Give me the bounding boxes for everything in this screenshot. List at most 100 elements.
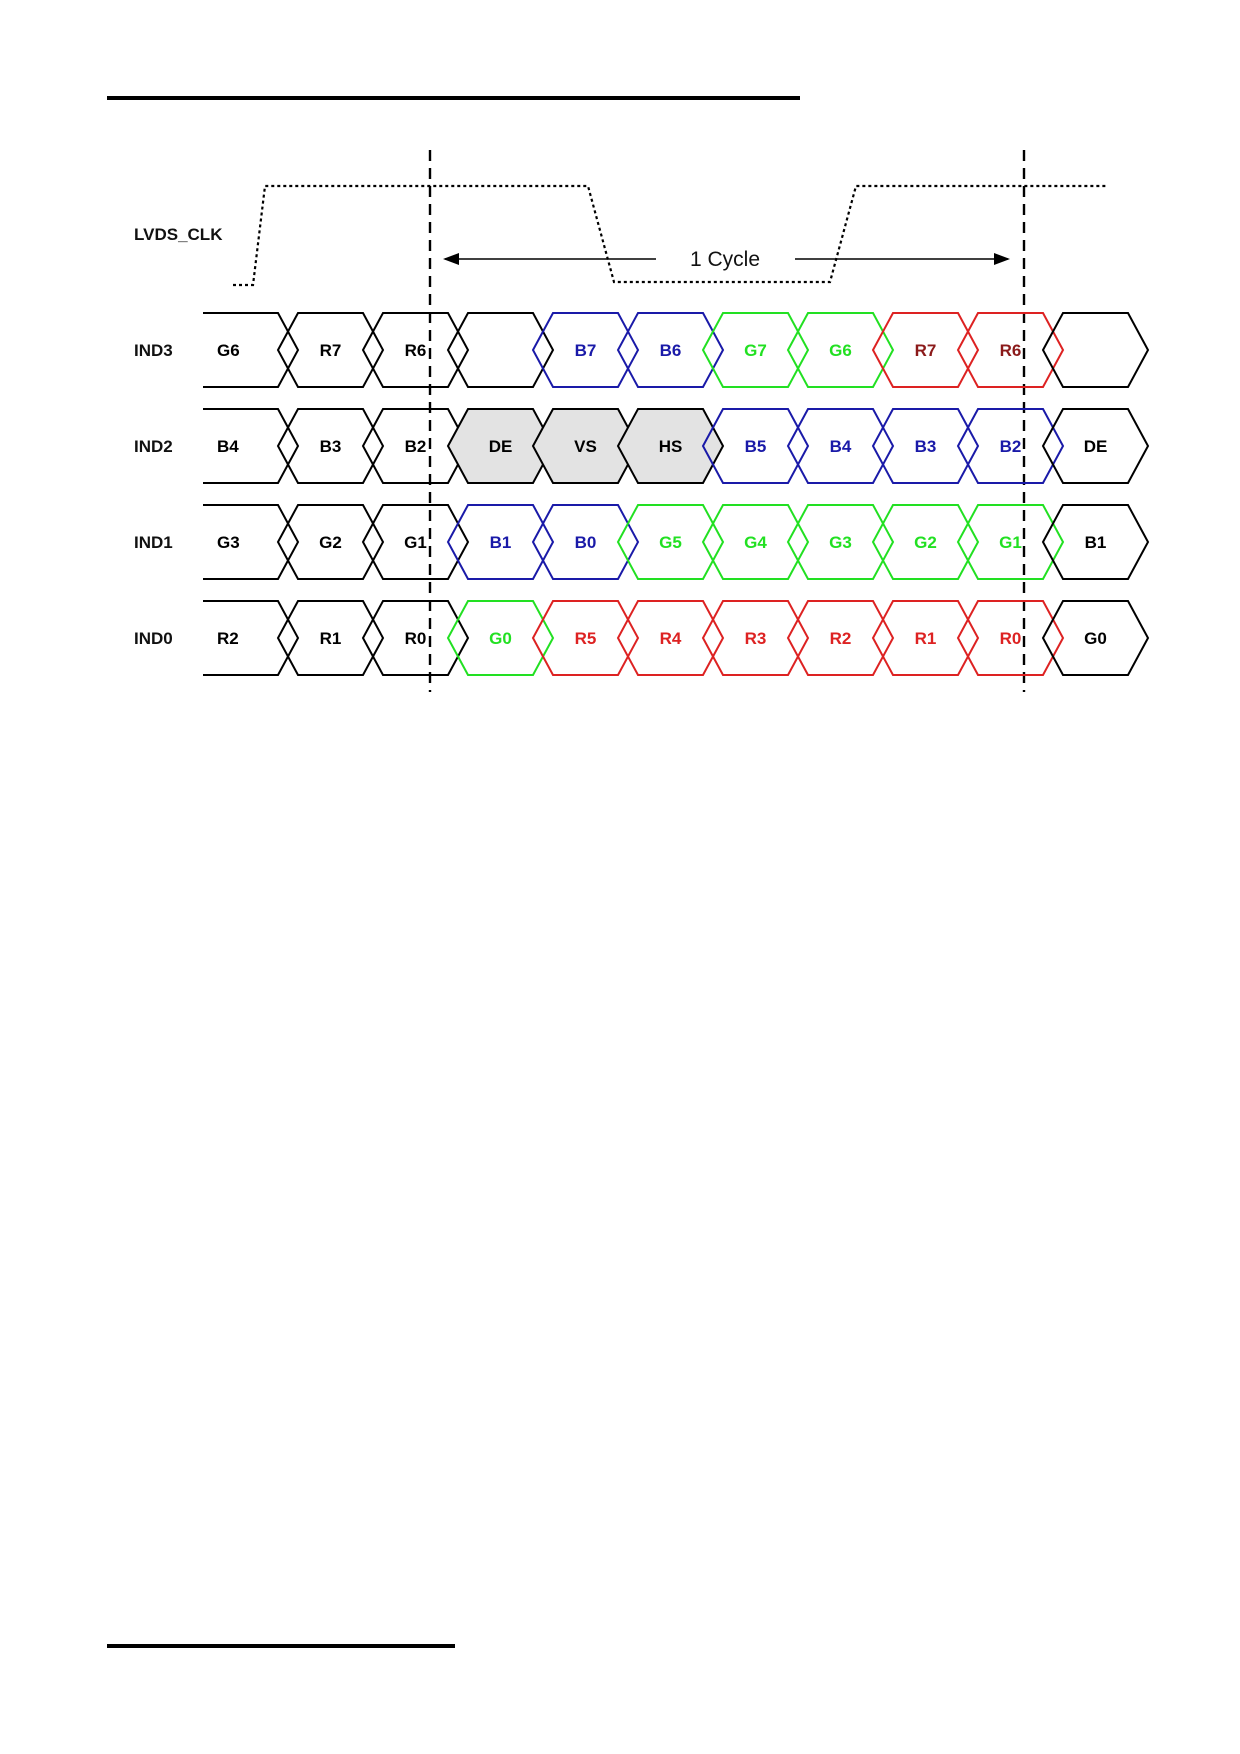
lane-cell [616,504,725,580]
lane-cell-label: G4 [744,533,767,552]
lane-cell-label: R1 [915,629,937,648]
lane-cell-label: G1 [999,533,1022,552]
lane-cell [203,504,300,580]
lane-cell [956,408,1065,484]
lane-cell [446,600,555,676]
lane-cell-label: G2 [914,533,937,552]
clock-waveform [233,184,1106,287]
lane-cell [956,504,1065,580]
lane-cell [786,504,895,580]
lane-cell-label: R6 [405,341,427,360]
lane-cell-label: R5 [575,629,597,648]
lane-cell [786,312,895,388]
lane-cell-label: G2 [319,533,342,552]
lane-cell-label: B1 [1085,533,1107,552]
lane-cell [701,600,810,676]
lane-cell-label: G7 [744,341,767,360]
lane-cell-label: R2 [217,629,239,648]
lane-cell [871,600,980,676]
lane-cell-label: G6 [217,341,240,360]
cycle-marker: 1 Cycle [443,248,1010,271]
lane-ind2: IND2 B4 B3 B2 DE VS HS B5 B4 B3 B2 DE [134,408,1150,484]
lane-cell-label: R2 [830,629,852,648]
lane-label: IND0 [134,629,173,648]
lane-cell [361,600,470,676]
lane-cell [361,504,470,580]
lane-cell [446,312,555,388]
lane-cell [203,600,300,676]
lane-cell [203,408,300,484]
lane-cell [276,408,385,484]
lane-cell-label: B4 [830,437,852,456]
lane-cell [1041,504,1150,580]
lane-cell-label: HS [659,437,683,456]
lane-cell [531,312,640,388]
lane-cell-label: R7 [320,341,342,360]
lane-cell-label: R6 [1000,341,1022,360]
lane-cell-label: R3 [745,629,767,648]
lane-cell [871,312,980,388]
lane-cell [361,312,470,388]
lane-cell-label: B3 [320,437,342,456]
lane-cell-label: B3 [915,437,937,456]
lane-cell-label: G5 [659,533,682,552]
lane-cell-label: G0 [489,629,512,648]
lane-cell [203,312,300,388]
lane-cell-label: DE [1084,437,1108,456]
cycle-label: 1 Cycle [690,248,760,271]
lane-cell-label: G1 [404,533,427,552]
lane-cell [1041,312,1150,388]
lane-label: IND2 [134,437,173,456]
lane-cell-label: B5 [745,437,767,456]
lane-cell-label: R4 [660,629,682,648]
lane-cell [616,600,725,676]
cycle-arrowhead-left [443,253,459,265]
lane-cell-label: B0 [575,533,597,552]
lane-cell [446,504,555,580]
lane-cell-label: R7 [915,341,937,360]
top-rule [107,96,800,100]
lane-cell-label: B1 [490,533,512,552]
lane-cell [276,312,385,388]
lane-cell-label: R0 [405,629,427,648]
lane-cell-label: B4 [217,437,239,456]
lane-cell-label: B2 [405,437,427,456]
lane-cell [871,408,980,484]
lane-cell [276,600,385,676]
lane-cell [1041,600,1150,676]
lane-cell [531,504,640,580]
lane-cell-label: G3 [829,533,852,552]
lane-label: IND1 [134,533,173,552]
lane-ind0: IND0 R2 R1 R0 G0 R5 R4 R3 R2 R1 R0 G0 [134,600,1150,676]
lane-cell [616,312,725,388]
lane-cell [531,600,640,676]
cycle-arrowhead-right [994,253,1010,265]
lane-cell [1041,408,1150,484]
lane-cell [956,600,1065,676]
lane-cell-label: VS [574,437,597,456]
lane-cell [956,312,1065,388]
lane-cell-label: G3 [217,533,240,552]
bottom-rule [107,1644,455,1648]
lane-cell-label: R1 [320,629,342,648]
lane-cell-label: G0 [1084,629,1107,648]
lane-cell [701,312,810,388]
lane-cell-label: B2 [1000,437,1022,456]
lane-cell [786,408,895,484]
lane-ind1: IND1 G3 G2 G1 B1 B0 G5 G4 G3 G2 G1 B1 [134,504,1150,580]
lane-cell [701,504,810,580]
lane-cell [701,408,810,484]
clock-label: LVDS_CLK [134,225,223,244]
lane-cell-label: DE [489,437,513,456]
lane-label: IND3 [134,341,173,360]
lane-cell-label: G6 [829,341,852,360]
lane-cell [616,408,725,484]
lane-cell-label: B6 [660,341,682,360]
clock-waveform-group: LVDS_CLK [134,184,1106,287]
lane-cell-label: R0 [1000,629,1022,648]
lane-cell [871,504,980,580]
lane-cell [786,600,895,676]
